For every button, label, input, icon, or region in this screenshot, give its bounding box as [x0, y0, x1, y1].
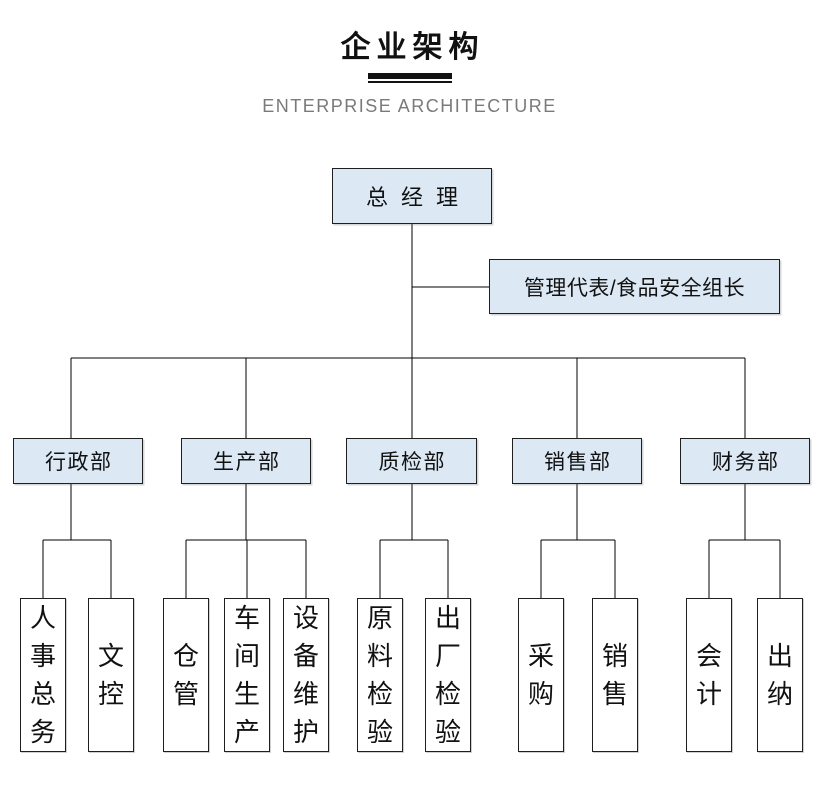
node-leaf-workshop-production: 车间生产 [224, 598, 270, 752]
chart-header: 企业架构 ENTERPRISE ARCHITECTURE [0, 0, 819, 117]
node-leaf-equipment-maintenance: 设备维护 [283, 598, 329, 752]
node-dept-finance: 财务部 [680, 438, 810, 484]
node-dept-production: 生产部 [181, 438, 311, 484]
node-dept-sales: 销售部 [512, 438, 642, 484]
node-leaf-raw-material-inspection: 原料检验 [357, 598, 403, 752]
page-subtitle: ENTERPRISE ARCHITECTURE [262, 96, 557, 116]
title-underline-thick [367, 73, 452, 79]
node-leaf-outgoing-inspection: 出厂检验 [425, 598, 471, 752]
node-leaf-accounting: 会计 [686, 598, 732, 752]
node-management-rep-food-safety-leader: 管理代表/食品安全组长 [489, 259, 780, 314]
node-general-manager: 总经理 [332, 168, 492, 224]
node-leaf-warehouse: 仓管 [163, 598, 209, 752]
node-dept-admin: 行政部 [13, 438, 143, 484]
node-leaf-document-control: 文控 [88, 598, 134, 752]
page-title: 企业架构 [340, 31, 485, 64]
node-leaf-cashier: 出纳 [757, 598, 803, 752]
title-underline-thin [367, 81, 452, 83]
node-leaf-procurement: 采购 [518, 598, 564, 752]
node-dept-quality: 质检部 [346, 438, 477, 484]
node-leaf-hr-general-affairs: 人事总务 [20, 598, 66, 752]
node-leaf-sales: 销售 [592, 598, 638, 752]
